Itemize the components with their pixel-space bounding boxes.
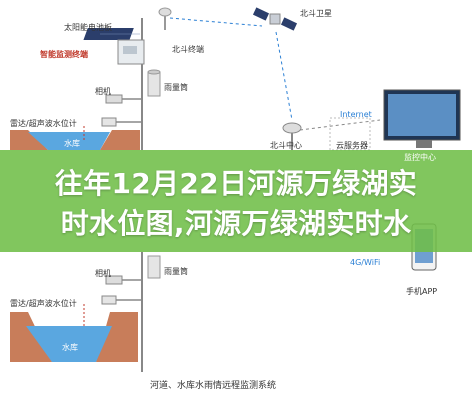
- label-beidou-terminal: 北斗终端: [172, 45, 204, 54]
- banner-line-2: 时水位图,河源万绿湖实时水: [60, 207, 412, 240]
- downlink-line: [275, 31, 293, 121]
- satellite-icon: [252, 7, 298, 31]
- label-lower-rain-gauge: 雨量筒: [164, 267, 188, 276]
- terminal-box-icon: [117, 39, 145, 65]
- label-radar-sensor: 雷达/超声波水位计: [10, 119, 77, 128]
- label-reservoir: 水库: [64, 139, 80, 148]
- label-lower-camera: 相机: [95, 269, 111, 278]
- banner-line-1: 往年12月22日河源万绿湖实: [54, 167, 418, 200]
- rain-gauge-icon: [147, 69, 161, 97]
- label-network: 4G/WiFi: [350, 258, 381, 267]
- label-beidou-ground: 北斗中心: [270, 141, 302, 150]
- label-monitoring-center-right: 监控中心: [404, 153, 436, 162]
- label-cloud-server: 云服务器: [336, 141, 368, 150]
- lower-radar-icon: [101, 295, 142, 305]
- title-banner: 往年12月22日河源万绿湖实 时水位图,河源万绿湖实时水: [0, 150, 472, 252]
- label-internet: Internet: [340, 110, 372, 119]
- label-camera: 相机: [95, 87, 111, 96]
- label-lower-reservoir: 水库: [62, 343, 78, 352]
- label-lower-radar: 雷达/超声波水位计: [10, 299, 77, 308]
- lower-reservoir: [10, 304, 138, 362]
- antenna-icon: [158, 7, 172, 30]
- lower-camera-icon: [105, 275, 142, 285]
- label-rain-gauge: 雨量筒: [164, 83, 188, 92]
- lower-rain-gauge-icon: [147, 255, 161, 279]
- upper-reservoir: [10, 126, 140, 150]
- camera-icon: [105, 94, 142, 104]
- ground-dish-icon: [282, 122, 302, 150]
- label-beidou-satellite: 北斗卫星: [300, 9, 332, 18]
- label-smart-terminal: 智能监测终端: [40, 50, 88, 59]
- diagram-caption: 河道、水库水雨情远程监测系统: [150, 381, 277, 391]
- uplink-line: [169, 17, 263, 27]
- label-solar-panel: 太阳能电池板: [64, 23, 112, 32]
- monitor-icon: [383, 89, 461, 148]
- radar-sensor-icon: [101, 117, 142, 127]
- label-phone-app: 手机APP: [406, 287, 438, 296]
- internet-line: [299, 119, 381, 131]
- solar-panel-icon: [83, 28, 140, 40]
